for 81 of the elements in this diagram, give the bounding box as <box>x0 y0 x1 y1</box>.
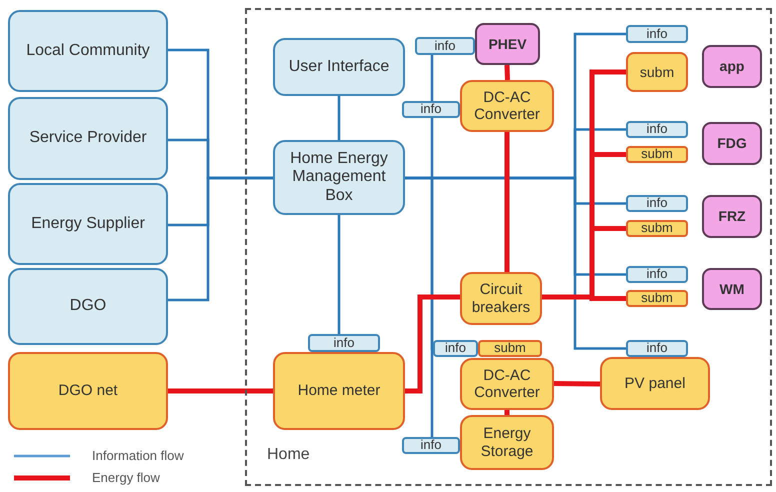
legend-label: Energy flow <box>92 470 160 485</box>
actor-box <box>8 97 168 180</box>
info-tag <box>433 340 478 357</box>
node-label: Service Provider <box>28 129 148 148</box>
energy-flow-line <box>504 132 510 272</box>
info-tag <box>402 101 460 118</box>
node-label: WM <box>718 280 746 298</box>
information-flow-line <box>430 55 434 101</box>
information-flow-line <box>338 215 340 334</box>
node-label: info <box>420 102 442 117</box>
node-label: info <box>646 196 668 211</box>
actor-box <box>8 183 168 265</box>
info-tag <box>626 195 688 212</box>
node-label: PV panel <box>624 374 686 392</box>
component-box <box>460 358 554 410</box>
node-label: subm <box>640 291 674 306</box>
energy-flow-line <box>504 64 510 80</box>
node-label: Energy Storage <box>480 425 534 460</box>
component-box <box>273 352 405 430</box>
node-label: info <box>434 38 456 54</box>
node-label: app <box>718 58 746 75</box>
node-label: Home Energy Management Box <box>289 150 389 206</box>
device-box <box>475 23 540 65</box>
node-label: info <box>646 26 668 42</box>
node-label: User Interface <box>288 58 390 76</box>
info-tag <box>626 266 688 283</box>
component-box <box>460 415 554 470</box>
node-label: info <box>646 267 668 282</box>
component-box <box>273 38 405 96</box>
info-tag <box>402 437 460 454</box>
node-label: PHEV <box>487 36 528 52</box>
container-label: Home <box>267 446 310 464</box>
component-box <box>460 80 554 132</box>
information-flow-line <box>168 176 273 302</box>
info-tag <box>626 340 688 357</box>
submeter-tag <box>478 340 542 357</box>
device-box <box>702 195 762 238</box>
component-box <box>8 352 168 430</box>
node-label: DGO <box>68 297 108 316</box>
energy-flow-line <box>168 388 273 394</box>
actor-box <box>8 10 168 92</box>
node-label: subm <box>493 341 527 356</box>
energy-flow-line <box>405 294 460 394</box>
component-box <box>460 272 542 325</box>
device-box <box>702 122 762 165</box>
info-tag <box>308 334 380 352</box>
device-box <box>702 268 762 310</box>
information-flow-line <box>338 96 340 140</box>
node-label: info <box>420 438 442 453</box>
home-boundary <box>245 8 772 486</box>
information-flow-line <box>405 176 434 437</box>
component-box <box>600 357 710 410</box>
node-label: DC-AC Converter <box>473 366 541 402</box>
node-label: subm <box>640 147 674 162</box>
node-label: info <box>444 341 467 356</box>
actor-box <box>8 268 168 345</box>
node-label: FDG <box>716 135 748 152</box>
submeter-box <box>626 52 688 92</box>
energy-flow-line <box>554 381 600 386</box>
node-label: Home meter <box>296 382 382 400</box>
node-label: Energy Supplier <box>30 214 146 234</box>
node-label: subm <box>640 221 674 236</box>
node-label: DC-AC Converter <box>473 88 541 124</box>
node-label: info <box>646 341 668 356</box>
submeter-tag <box>626 220 688 237</box>
component-box <box>273 140 405 215</box>
node-label: FRZ <box>717 208 747 225</box>
device-box <box>702 45 762 88</box>
submeter-tag <box>626 146 688 163</box>
legend-label: Information flow <box>92 448 184 463</box>
node-label: DGO net <box>57 382 119 400</box>
node-label: subm <box>638 64 676 80</box>
node-label: info <box>646 122 668 137</box>
info-tag <box>415 37 475 55</box>
info-tag <box>626 121 688 138</box>
node-label: info <box>332 336 356 350</box>
energy-flow-line <box>504 410 510 415</box>
info-tag <box>626 25 688 43</box>
submeter-tag <box>626 290 688 307</box>
node-label: Circuit breakers <box>470 281 532 316</box>
node-label: Local Community <box>25 42 151 60</box>
